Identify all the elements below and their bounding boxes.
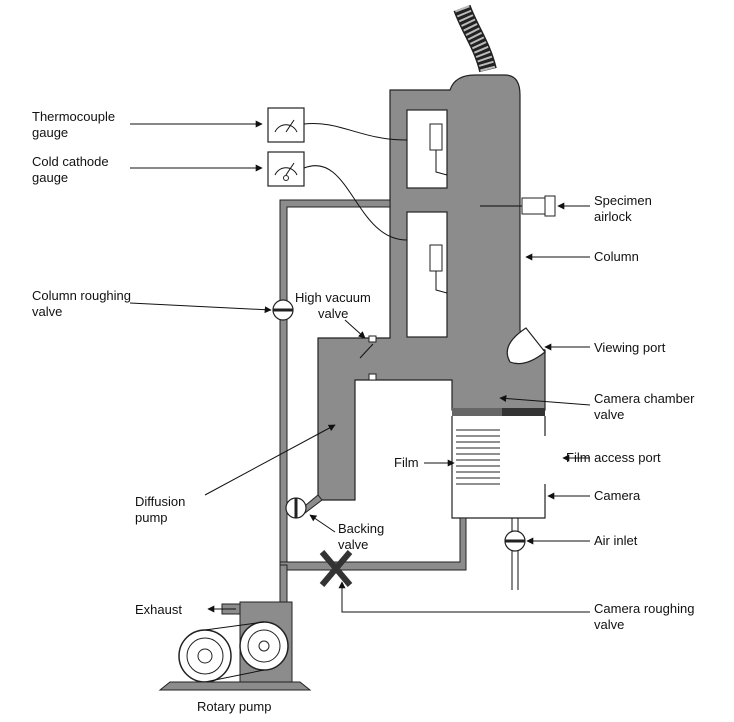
air-inlet-line [511, 518, 519, 590]
rotary-pump [158, 601, 312, 691]
camera-body [451, 416, 546, 519]
label-exhaust: Exhaust [135, 602, 182, 617]
camera-roughing-valve-cross [319, 550, 353, 587]
label-air-inlet: Air inlet [594, 533, 638, 548]
gauge-wire-lower [303, 165, 408, 241]
thermocouple-gauge [267, 107, 305, 143]
label-viewing-port: Viewing port [594, 340, 666, 355]
film-stack [456, 429, 500, 485]
cold-cathode-gauge [267, 151, 305, 187]
pump-inlet-pipe [279, 564, 288, 603]
label-camera: Camera [594, 488, 641, 503]
backing-valve [285, 497, 307, 519]
gauge-wire-upper [303, 122, 408, 141]
label-column: Column [594, 249, 639, 264]
column-roughing-valve [272, 299, 294, 321]
leader-lines [129, 120, 591, 613]
lower-gauge-window [406, 211, 448, 338]
high-vacuum-valve-disc-upper [368, 335, 377, 343]
gauge-tube-lower [429, 244, 448, 294]
label-rotary-pump: Rotary pump [197, 699, 271, 714]
viewing-port-window [506, 327, 546, 365]
flexible-hose [453, 4, 497, 73]
label-film: Film [394, 455, 419, 470]
air-inlet-valve [504, 530, 526, 552]
specimen-airlock [480, 195, 556, 217]
label-film-access-port: Film access port [566, 450, 661, 465]
high-vacuum-valve-disc-lower [368, 373, 377, 381]
gauge-tube-upper [429, 123, 448, 176]
